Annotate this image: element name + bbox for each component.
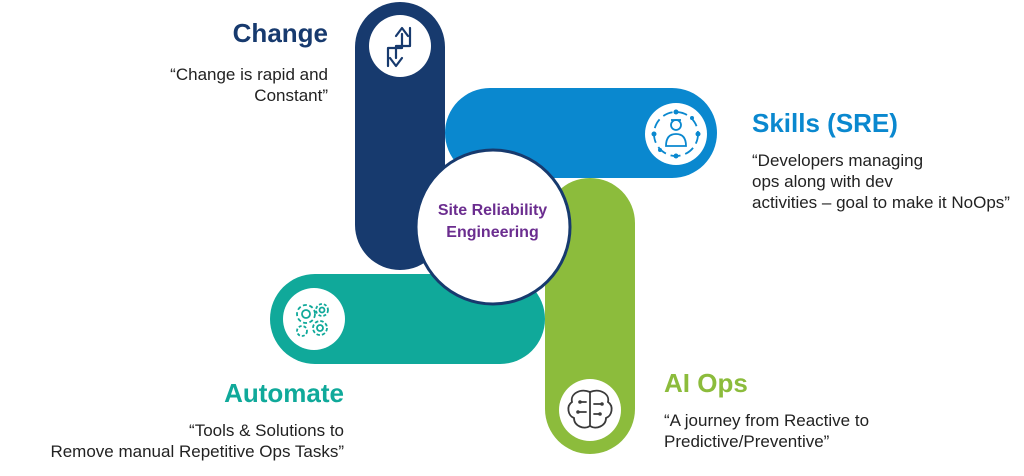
gears-icon xyxy=(283,288,345,350)
skills-desc-line: ops along with dev xyxy=(752,172,893,191)
aiops-description: “A journey from Reactive to Predictive/P… xyxy=(664,410,964,452)
automate-block: Automate “Tools & Solutions to Remove ma… xyxy=(10,378,344,462)
aiops-desc-line: “A journey from Reactive to xyxy=(664,411,870,430)
aiops-desc-line: Predictive/Preventive” xyxy=(664,432,830,451)
circuit-brain-icon xyxy=(559,379,621,441)
change-block: Change “Change is rapid and Constant” xyxy=(140,18,328,106)
exchange-arrows-icon xyxy=(369,15,431,77)
automate-desc-line: “Tools & Solutions to xyxy=(189,421,344,440)
aiops-title: AI Ops xyxy=(664,368,748,398)
automate-title: Automate xyxy=(224,378,344,408)
skills-description: “Developers managing ops along with dev … xyxy=(752,150,1020,213)
engineer-network-icon xyxy=(645,103,707,165)
automate-description: “Tools & Solutions to Remove manual Repe… xyxy=(10,420,344,462)
automate-desc-line: Remove manual Repetitive Ops Tasks” xyxy=(50,442,344,461)
aiops-block: AI Ops “A journey from Reactive to Predi… xyxy=(664,368,964,452)
change-desc-line: Constant” xyxy=(254,86,328,105)
center-circle xyxy=(414,148,572,306)
skills-block: Skills (SRE) “Developers managing ops al… xyxy=(752,108,1020,213)
center-label: Site Reliability Engineering xyxy=(415,200,570,244)
change-desc-line: “Change is rapid and xyxy=(170,65,328,84)
center-label-line2: Engineering xyxy=(446,224,539,241)
change-title: Change xyxy=(232,18,328,48)
skills-desc-line: “Developers managing xyxy=(752,151,924,170)
change-description: “Change is rapid and Constant” xyxy=(140,64,328,106)
skills-title: Skills (SRE) xyxy=(752,108,898,138)
center-label-line1: Site Reliability xyxy=(437,202,548,219)
skills-desc-line: activities – goal to make it NoOps” xyxy=(752,193,1010,212)
